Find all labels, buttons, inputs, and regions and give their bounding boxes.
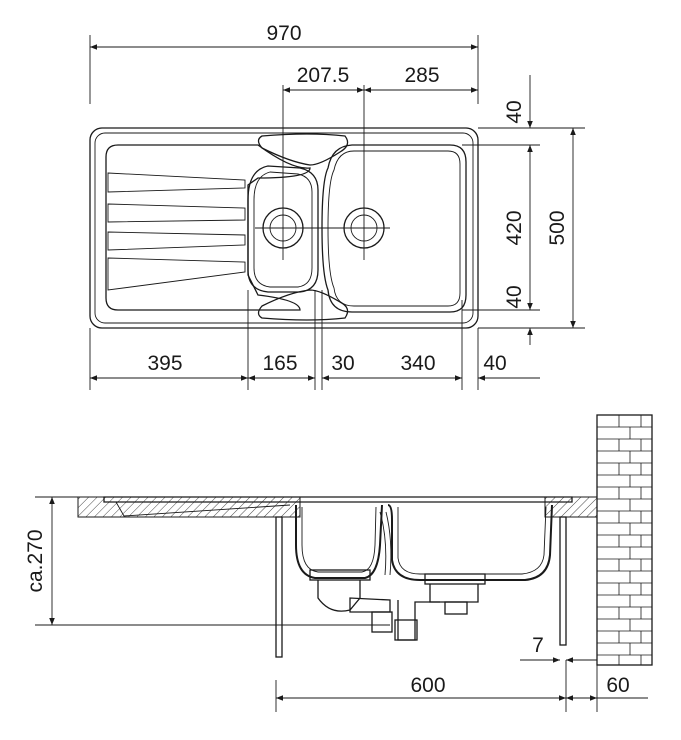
dim-right-offset: 285 (404, 64, 439, 87)
dim-overall-depth: 500 (546, 210, 569, 245)
large-bowl (321, 144, 467, 313)
dim-depth: ca.270 (24, 529, 47, 592)
dim-edge-bottom: 40 (503, 285, 526, 308)
dim-edge-right: 40 (483, 352, 506, 375)
dim-bowl-gap: 30 (331, 352, 354, 375)
dim-edge-top: 40 (503, 100, 526, 123)
drainer-area (105, 144, 311, 311)
top-view: 970 207.5 285 40 420 40 500 (89, 22, 585, 390)
side-view: ca.270 7 600 60 (24, 414, 653, 712)
sink-outline (89, 127, 479, 329)
dim-large-bowl-width: 340 (400, 352, 435, 375)
dim-drain-spacing: 207.5 (297, 64, 350, 87)
dim-wall-offset: 60 (606, 674, 629, 697)
small-bowl-profile (295, 504, 383, 579)
small-bowl (247, 165, 319, 293)
large-bowl-profile (387, 504, 553, 581)
dim-wall-gap: 7 (532, 634, 544, 657)
dim-overall-width: 970 (266, 22, 301, 45)
drainer-grooves (107, 172, 246, 291)
dim-drainer-width: 395 (147, 352, 182, 375)
dim-small-bowl-width: 165 (262, 352, 297, 375)
countertop-left (77, 496, 301, 518)
dim-cabinet-width: 600 (410, 674, 445, 697)
dim-bowl-depth: 420 (503, 210, 526, 245)
brick-wall (596, 414, 653, 666)
